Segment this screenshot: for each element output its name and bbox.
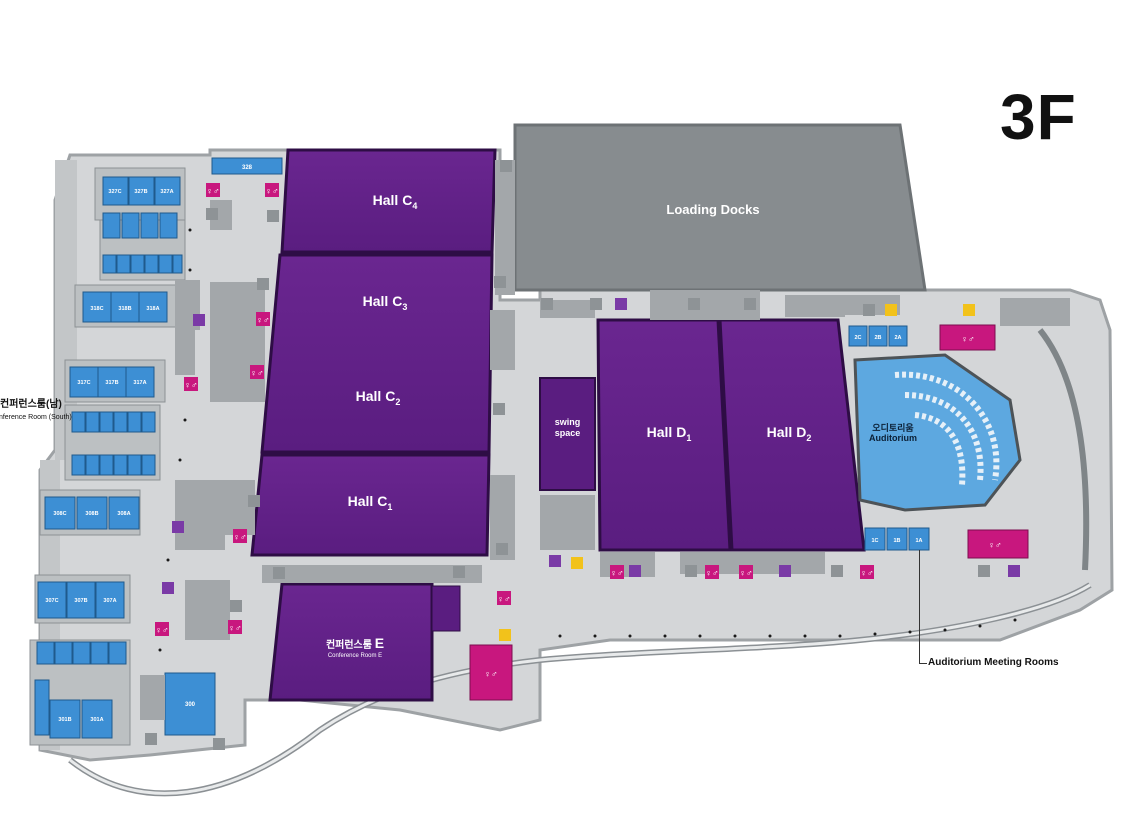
room-327b: 327B — [134, 189, 147, 195]
restroom-icon: ♀♂ — [155, 625, 169, 635]
hall-c3-prefix: Hall C — [362, 293, 403, 309]
loading-docks[interactable]: Loading Docks — [513, 123, 927, 292]
room-318b: 318B — [118, 306, 131, 312]
auditorium-block[interactable]: 오디토리움 Auditorium — [853, 353, 1022, 512]
hall-c4-prefix: Hall C — [372, 192, 413, 208]
callout-line-tail — [919, 663, 927, 664]
restroom-icons[interactable]: ♀♂ ♀♂ ♀♂ ♀♂ ♀♂ ♀♂ ♀♂ ♀♂ ♀♂ ♀♂ ♀♂ ♀♂ ♀♂ ♀… — [155, 183, 1002, 680]
hall-c2-prefix: Hall C — [355, 388, 396, 404]
restroom-icon: ♀♂ — [705, 568, 719, 578]
room-300[interactable] — [164, 672, 216, 736]
loading-docks-label: Loading Docks — [666, 202, 759, 217]
restroom-icon: ♀♂ — [484, 669, 498, 679]
restroom-icon: ♀♂ — [988, 540, 1002, 550]
room-328-label: 328 — [242, 165, 253, 171]
swing-space-line1: swing — [554, 417, 581, 427]
auditorium-meeting-rooms-label: Auditorium Meeting Rooms — [928, 657, 1059, 668]
hall-d1-label[interactable]: Hall D1 — [646, 424, 692, 443]
room-307c: 307C — [45, 598, 58, 604]
elevator-icons[interactable] — [499, 304, 975, 641]
room-327c: 327C — [108, 189, 121, 195]
hall-c4-label[interactable]: Hall C4 — [372, 192, 418, 211]
room-300-label: 300 — [185, 702, 196, 708]
escalator-icons[interactable] — [145, 160, 990, 750]
interior-walls — [140, 160, 1070, 720]
restroom-icon: ♀♂ — [250, 368, 264, 378]
hall-d1-prefix: Hall D — [646, 424, 687, 440]
corridor-markers — [158, 228, 1017, 652]
meeting-rooms-blue[interactable] — [34, 176, 930, 739]
auditorium-en-label: Auditorium — [869, 433, 917, 443]
conference-room-e-ko: 컨퍼런스룸 — [325, 640, 372, 651]
room-308a: 308A — [117, 511, 130, 517]
room-317a: 317A — [133, 380, 146, 386]
hall-d-block — [539, 318, 866, 552]
restroom-icon: ♀♂ — [610, 568, 624, 578]
room-2a: 2A — [894, 335, 901, 341]
conference-room-e-block[interactable] — [268, 582, 461, 702]
swing-space-line2: space — [554, 428, 581, 438]
floor-indicator: 3F — [1000, 81, 1077, 153]
conference-room-south-label: 컨퍼런스룸(남) Conference Room (South) — [0, 398, 72, 424]
nursing-room-icons[interactable] — [162, 298, 1020, 594]
room-308b: 308B — [85, 511, 98, 517]
restroom-icon: ♀♂ — [497, 594, 511, 604]
room-1c: 1C — [871, 538, 878, 544]
room-1a: 1A — [915, 538, 922, 544]
hall-c3-label[interactable]: Hall C3 — [362, 293, 408, 312]
conference-room-e-en: Conference Room E — [327, 653, 383, 659]
restroom-icon: ♀♂ — [739, 568, 753, 578]
restroom-icon: ♀♂ — [233, 532, 247, 542]
hall-c2-label[interactable]: Hall C2 — [355, 388, 401, 407]
hall-c1-label[interactable]: Hall C1 — [347, 493, 393, 512]
hall-d2-label[interactable]: Hall D2 — [766, 424, 812, 443]
restroom-icon: ♀♂ — [228, 623, 242, 633]
restroom-icon: ♀♂ — [265, 186, 279, 196]
room-1b: 1B — [893, 538, 900, 544]
swing-space-label[interactable]: swing space — [540, 417, 595, 439]
callout-line — [919, 550, 920, 664]
restroom-icon: ♀♂ — [961, 334, 975, 344]
room-307b: 307B — [74, 598, 87, 604]
room-317c: 317C — [77, 380, 90, 386]
room-328[interactable] — [211, 157, 283, 175]
room-307a: 307A — [103, 598, 116, 604]
hall-d2-prefix: Hall D — [766, 424, 807, 440]
conference-room-south-en: Conference Room (South) — [0, 414, 72, 421]
restroom-icon: ♀♂ — [860, 568, 874, 578]
restroom-icon: ♀♂ — [184, 380, 198, 390]
conference-room-e-letter: E — [374, 635, 385, 651]
room-318a: 318A — [146, 306, 159, 312]
conference-room-south-ko: 컨퍼런스룸(남) — [0, 399, 62, 410]
room-2b: 2B — [874, 335, 881, 341]
hall-c1-prefix: Hall C — [347, 493, 388, 509]
room-2c: 2C — [854, 335, 861, 341]
room-317b: 317B — [105, 380, 118, 386]
auditorium-ko-label: 오디토리움 — [872, 422, 913, 433]
restroom-icon: ♀♂ — [206, 186, 220, 196]
room-301b: 301B — [58, 717, 71, 723]
room-327a: 327A — [160, 189, 173, 195]
conference-room-e-label[interactable]: 컨퍼런스룸 E Conference Room E — [300, 635, 410, 659]
room-308c: 308C — [53, 511, 66, 517]
room-301a: 301A — [90, 717, 103, 723]
hall-c-block — [250, 148, 497, 557]
room-318c: 318C — [90, 306, 103, 312]
restroom-icon: ♀♂ — [256, 315, 270, 325]
